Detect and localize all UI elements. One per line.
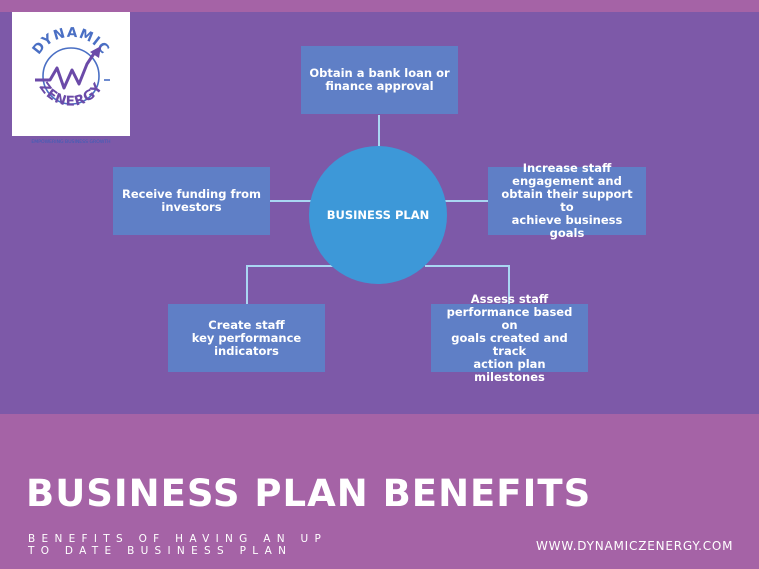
logo: DYNAMIC ZENERGY EMPOWERING BUSINESS GROW… bbox=[12, 12, 130, 145]
connector-bottom-right bbox=[425, 265, 510, 304]
node-investor-funding: Receive funding from investors bbox=[113, 167, 270, 235]
node-staff-engagement: Increase staff engagement and obtain the… bbox=[488, 162, 646, 240]
website-link[interactable]: WWW.DYNAMICZENERGY.COM bbox=[536, 539, 734, 553]
page-subtitle: BENEFITS OF HAVING AN UP TO DATE BUSINES… bbox=[28, 533, 328, 557]
logo-bottom-text: ZENERGY bbox=[36, 80, 106, 110]
svg-text:DYNAMIC: DYNAMIC bbox=[29, 25, 112, 58]
logo-pulse-icon bbox=[35, 51, 97, 90]
center-business-plan: BUSINESS PLAN bbox=[309, 146, 447, 284]
svg-text:ZENERGY: ZENERGY bbox=[36, 80, 107, 110]
node-assess-performance: Assess staff performance based on goals … bbox=[431, 292, 588, 383]
logo-tagline: EMPOWERING BUSINESS GROWTH bbox=[31, 140, 111, 145]
connector-bottom-left bbox=[246, 265, 335, 304]
node-bank-loan: Obtain a bank loan or finance approval bbox=[301, 46, 458, 114]
page-title: BUSINESS PLAN BENEFITS bbox=[26, 472, 592, 515]
logo-emblem: DYNAMIC ZENERGY bbox=[29, 25, 112, 110]
logo-top-text: DYNAMIC bbox=[29, 25, 111, 58]
node-staff-kpis: Create staff key performance indicators bbox=[168, 304, 325, 372]
top-band bbox=[0, 0, 759, 12]
